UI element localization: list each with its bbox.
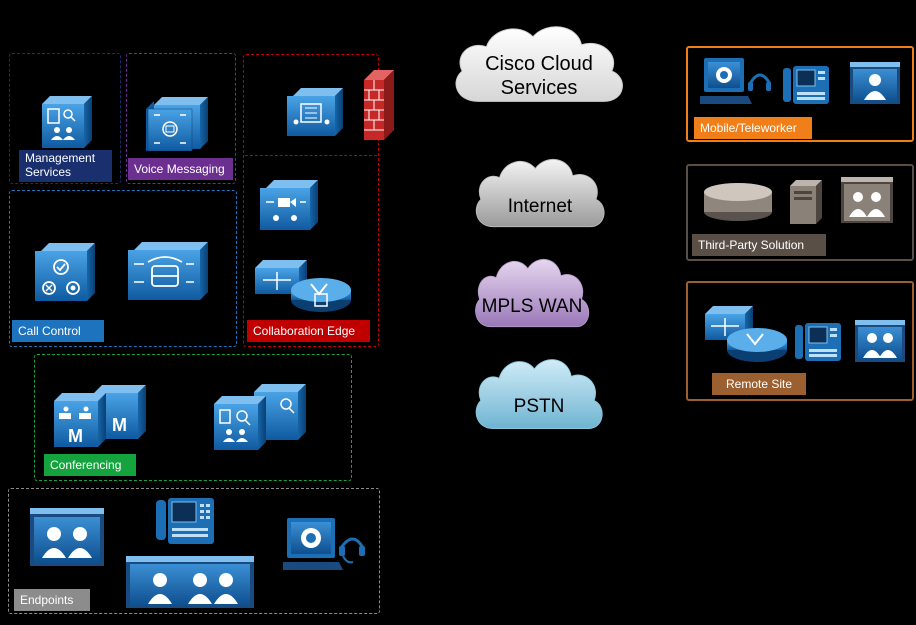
teleworker-video-endpoint-icon <box>850 62 900 104</box>
internet-cloud: Internet <box>470 152 610 234</box>
call-control-group <box>9 190 237 347</box>
conferencing-group <box>34 354 352 481</box>
collaboration-edge-divider <box>245 155 377 156</box>
mobile-teleworker-group <box>686 46 914 142</box>
remote-site-group <box>686 281 914 401</box>
remote-site-switch-router-icon <box>705 306 787 362</box>
cisco-cloud-services-cloud: Cisco Cloud Services <box>448 18 630 110</box>
voice-messaging-group <box>126 53 236 184</box>
svg-text:M: M <box>112 415 127 435</box>
pstn-cloud: PSTN <box>470 352 608 436</box>
teleworker-softphone-headset-icon <box>700 58 772 104</box>
video-gateway-server-icon <box>260 180 318 230</box>
session-manager-server-icon <box>128 242 208 300</box>
cisco-cloud-services-label: Cisco Cloud <box>485 53 593 75</box>
firewall-icon <box>364 70 394 140</box>
ip-phone-icon <box>156 498 214 544</box>
video-endpoint-icon <box>30 508 104 566</box>
third-party-storage-icon <box>704 183 772 221</box>
teleworker-ip-phone-icon <box>783 66 829 104</box>
mpls-wan-label: MPLS WAN <box>481 296 583 317</box>
third-party-server-icon <box>790 180 822 224</box>
third-party-solution-group <box>686 164 914 261</box>
collaboration-edge-label: Collaboration Edge <box>247 320 370 342</box>
mobile-teleworker-label: Mobile/Teleworker <box>694 117 812 139</box>
mpls-wan-cloud: MPLS WAN <box>470 252 594 334</box>
pstn-label: PSTN <box>513 396 565 417</box>
telepresence-endpoint-icon <box>126 556 254 608</box>
svg-text:M: M <box>68 426 83 446</box>
conference-manager-server-icon <box>214 384 306 450</box>
third-party-video-endpoint-icon <box>841 177 893 223</box>
voice-messaging-server-icon <box>146 97 208 151</box>
endpoints-label: Endpoints <box>14 589 90 611</box>
voice-messaging-label: Voice Messaging <box>128 158 233 180</box>
collaboration-edge-group <box>243 54 379 347</box>
softphone-headset-icon <box>283 518 365 570</box>
switch-router-icon <box>255 260 351 312</box>
remote-site-ip-phone-icon <box>795 323 841 361</box>
internet-label: Internet <box>507 196 573 217</box>
management-services-group <box>9 53 121 184</box>
endpoints-group <box>8 488 380 614</box>
media-server-icon: M M <box>54 385 146 447</box>
management-server-icon <box>42 96 92 148</box>
call-manager-server-icon <box>35 243 95 301</box>
third-party-solution-label: Third-Party Solution <box>692 234 826 256</box>
remote-site-video-endpoint-icon <box>855 320 905 362</box>
conferencing-label: Conferencing <box>44 454 136 476</box>
call-control-label: Call Control <box>12 320 104 342</box>
remote-site-label: Remote Site <box>712 373 806 395</box>
expressway-server-icon <box>287 88 343 136</box>
